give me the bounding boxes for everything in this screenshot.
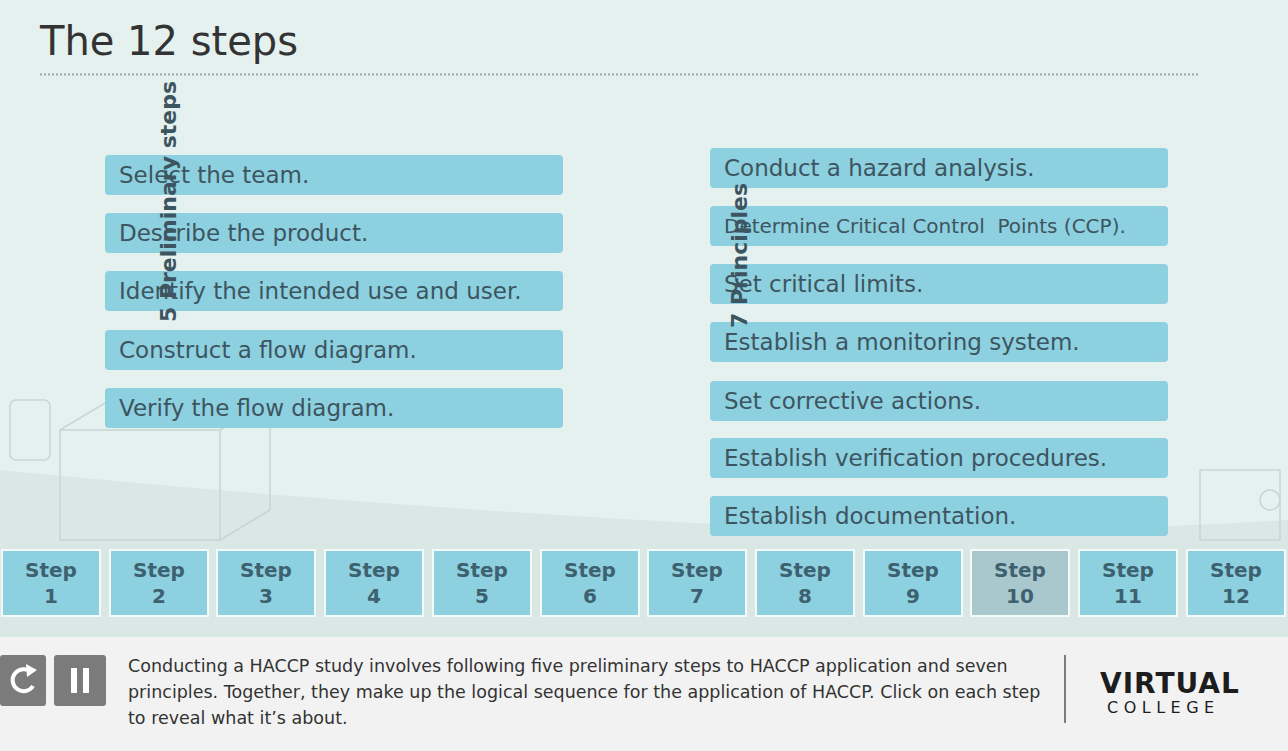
step-label: Step 5 bbox=[456, 557, 508, 609]
title-rule bbox=[40, 74, 1200, 76]
step-button: Step 11 bbox=[1078, 549, 1178, 617]
step-box: Conduct a hazard analysis. bbox=[710, 148, 1168, 188]
logo-divider bbox=[1064, 655, 1066, 723]
step-box: Establish verification procedures. bbox=[710, 438, 1168, 478]
step-label: Step 4 bbox=[348, 557, 400, 609]
step-button: Step 2 bbox=[109, 549, 209, 617]
step-label: Step 8 bbox=[779, 557, 831, 609]
step-text: Establish verification procedures. bbox=[724, 445, 1107, 471]
step-label: Step 12 bbox=[1210, 557, 1262, 609]
logo-subtitle: COLLEGE bbox=[1107, 698, 1220, 718]
step-label: Step 11 bbox=[1102, 557, 1154, 609]
step-box: Establish documentation. bbox=[710, 496, 1168, 536]
step-box: Establish a monitoring system. bbox=[710, 322, 1168, 362]
step-label: Step 9 bbox=[887, 557, 939, 609]
floor-band bbox=[0, 470, 1288, 640]
step-button: Step 3 bbox=[216, 549, 316, 617]
step-button: Step 12 bbox=[1186, 549, 1286, 617]
caption: Conducting a HACCP study involves follow… bbox=[128, 653, 1043, 731]
step-button: Step 7 bbox=[647, 549, 747, 617]
step-button: Step 10 bbox=[970, 549, 1070, 617]
pause-bar bbox=[83, 668, 89, 693]
step-text: Select the team. bbox=[119, 162, 309, 188]
step-label: Step 1 bbox=[25, 557, 77, 609]
step-button: Step 8 bbox=[755, 549, 855, 617]
step-label: Step 2 bbox=[133, 557, 185, 609]
section-label: 5 Preliminary steps bbox=[156, 81, 181, 322]
pause-button bbox=[54, 655, 106, 706]
logo-wordmark: VIRTUAL bbox=[1100, 668, 1240, 700]
step-label: Step 3 bbox=[240, 557, 292, 609]
step-text: Establish documentation. bbox=[724, 503, 1016, 529]
step-label: Step 10 bbox=[994, 557, 1046, 609]
step-text: Construct a flow diagram. bbox=[119, 337, 417, 363]
step-box: Set critical limits. bbox=[710, 264, 1168, 304]
replay-button bbox=[0, 655, 46, 706]
step-box: Set corrective actions. bbox=[710, 381, 1168, 421]
step-text: Verify the flow diagram. bbox=[119, 395, 394, 421]
step-text: Set corrective actions. bbox=[724, 388, 981, 414]
step-button: Step 5 bbox=[432, 549, 532, 617]
step-label: Step 7 bbox=[671, 557, 723, 609]
step-button: Step 1 bbox=[1, 549, 101, 617]
step-label: Step 6 bbox=[564, 557, 616, 609]
page-title: The 12 steps bbox=[40, 18, 298, 64]
step-button: Step 6 bbox=[540, 549, 640, 617]
step-button: Step 4 bbox=[324, 549, 424, 617]
step-box: Verify the flow diagram. bbox=[105, 388, 563, 428]
step-text: Conduct a hazard analysis. bbox=[724, 155, 1035, 181]
pause-bar bbox=[71, 668, 77, 693]
step-text: Set critical limits. bbox=[724, 271, 923, 297]
step-text: Establish a monitoring system. bbox=[724, 329, 1080, 355]
replay-arrow bbox=[26, 664, 37, 677]
step-box: Determine Critical Control Points (CCP). bbox=[710, 206, 1168, 246]
step-button: Step 9 bbox=[863, 549, 963, 617]
control-bar bbox=[0, 637, 1288, 751]
step-text: Determine Critical Control Points (CCP). bbox=[724, 214, 1126, 238]
section-label: 7 Principles bbox=[727, 183, 752, 328]
step-box: Construct a flow diagram. bbox=[105, 330, 563, 370]
